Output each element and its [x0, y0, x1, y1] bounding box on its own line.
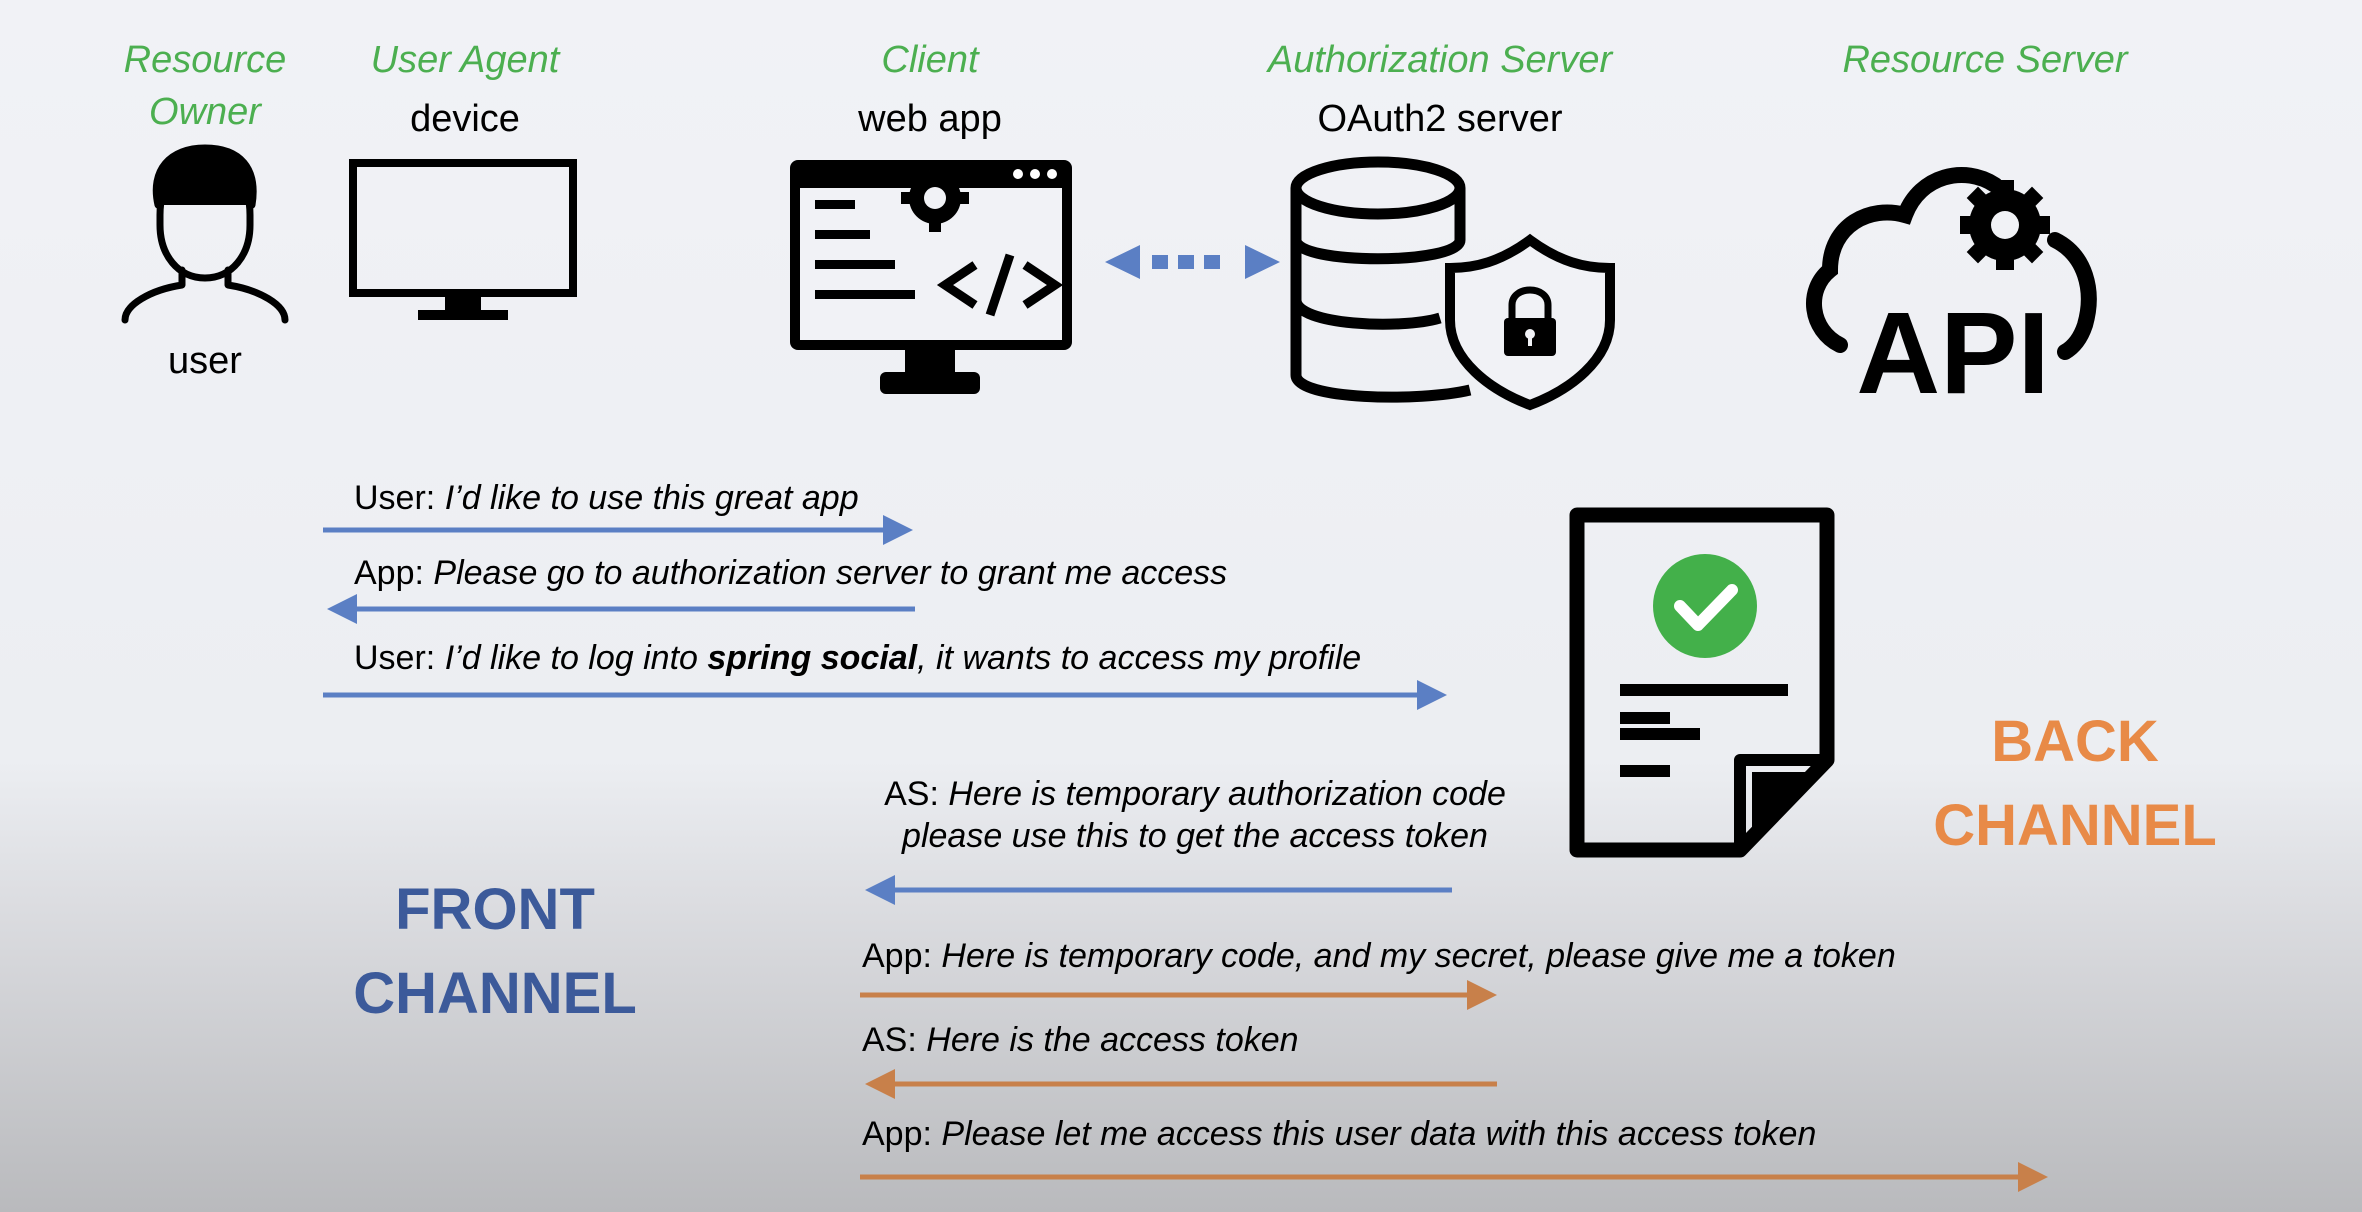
- sub-device: device: [410, 98, 520, 140]
- message-m1-speaker: User:: [354, 479, 436, 517]
- message-m4-speaker: AS:: [884, 775, 939, 813]
- api-icon-text: API: [1856, 288, 2049, 418]
- message-m5: App: Here is temporary code, and my secr…: [862, 934, 1896, 978]
- message-m6-text: Here is the access token: [926, 1021, 1299, 1059]
- sub-web-app: web app: [858, 98, 1002, 140]
- message-m3: User: I’d like to log into spring social…: [354, 636, 1361, 680]
- front-channel-label: FRONT CHANNEL: [340, 868, 650, 1036]
- message-m4-line1: Here is temporary authorization code: [948, 775, 1506, 813]
- role-user-agent: User Agent: [370, 39, 560, 81]
- back-channel-line2: CHANNEL: [1933, 793, 2217, 858]
- message-m4: AS: Here is temporary authorization code…: [860, 772, 1530, 858]
- message-m3-text-pre: I’d like to log into: [444, 639, 708, 677]
- message-m1: User: I’d like to use this great app: [354, 476, 859, 520]
- sub-user: user: [168, 340, 242, 382]
- sub-oauth2-server: OAuth2 server: [1317, 98, 1563, 140]
- role-authorization-server: Authorization Server: [1267, 39, 1613, 81]
- role-resource-owner-line2: Owner: [149, 91, 261, 133]
- message-m2: App: Please go to authorization server t…: [354, 551, 1227, 595]
- client-server-arrow: [1105, 245, 1280, 279]
- message-m4-line2: please use this to get the access token: [902, 817, 1488, 855]
- role-resource-server: Resource Server: [1842, 39, 2128, 81]
- message-m3-text-post: , it wants to access my profile: [917, 639, 1362, 677]
- database-shield-icon: [1290, 156, 1615, 411]
- monitor-icon: [349, 159, 577, 320]
- message-m7-speaker: App:: [862, 1115, 932, 1153]
- role-client: Client: [881, 39, 979, 81]
- back-channel-label: BACK CHANNEL: [1920, 700, 2230, 868]
- user-icon: [121, 144, 289, 324]
- message-m2-speaker: App:: [354, 554, 424, 592]
- role-resource-owner-line1: Resource: [123, 39, 287, 81]
- message-m2-text: Please go to authorization server to gra…: [433, 554, 1228, 592]
- web-app-icon: [790, 160, 1072, 394]
- message-m7-text: Please let me access this user data with…: [941, 1115, 1817, 1153]
- role-resource-owner: Resource Owner: [100, 34, 310, 138]
- front-channel-line1: FRONT: [395, 877, 595, 942]
- message-m5-text: Here is temporary code, and my secret, p…: [941, 937, 1896, 975]
- front-channel-line2: CHANNEL: [353, 961, 637, 1026]
- cloud-api-icon: API: [1806, 167, 2097, 418]
- message-m3-speaker: User:: [354, 639, 436, 677]
- back-channel-line1: BACK: [1991, 709, 2159, 774]
- message-m7: App: Please let me access this user data…: [862, 1112, 1816, 1156]
- message-m5-speaker: App:: [862, 937, 932, 975]
- document-check-icon: [1569, 507, 1835, 858]
- message-m6: AS: Here is the access token: [862, 1018, 1299, 1062]
- message-m3-text-bold: spring social: [707, 639, 918, 677]
- message-m6-speaker: AS:: [862, 1021, 917, 1059]
- message-m1-text: I’d like to use this great app: [444, 479, 859, 517]
